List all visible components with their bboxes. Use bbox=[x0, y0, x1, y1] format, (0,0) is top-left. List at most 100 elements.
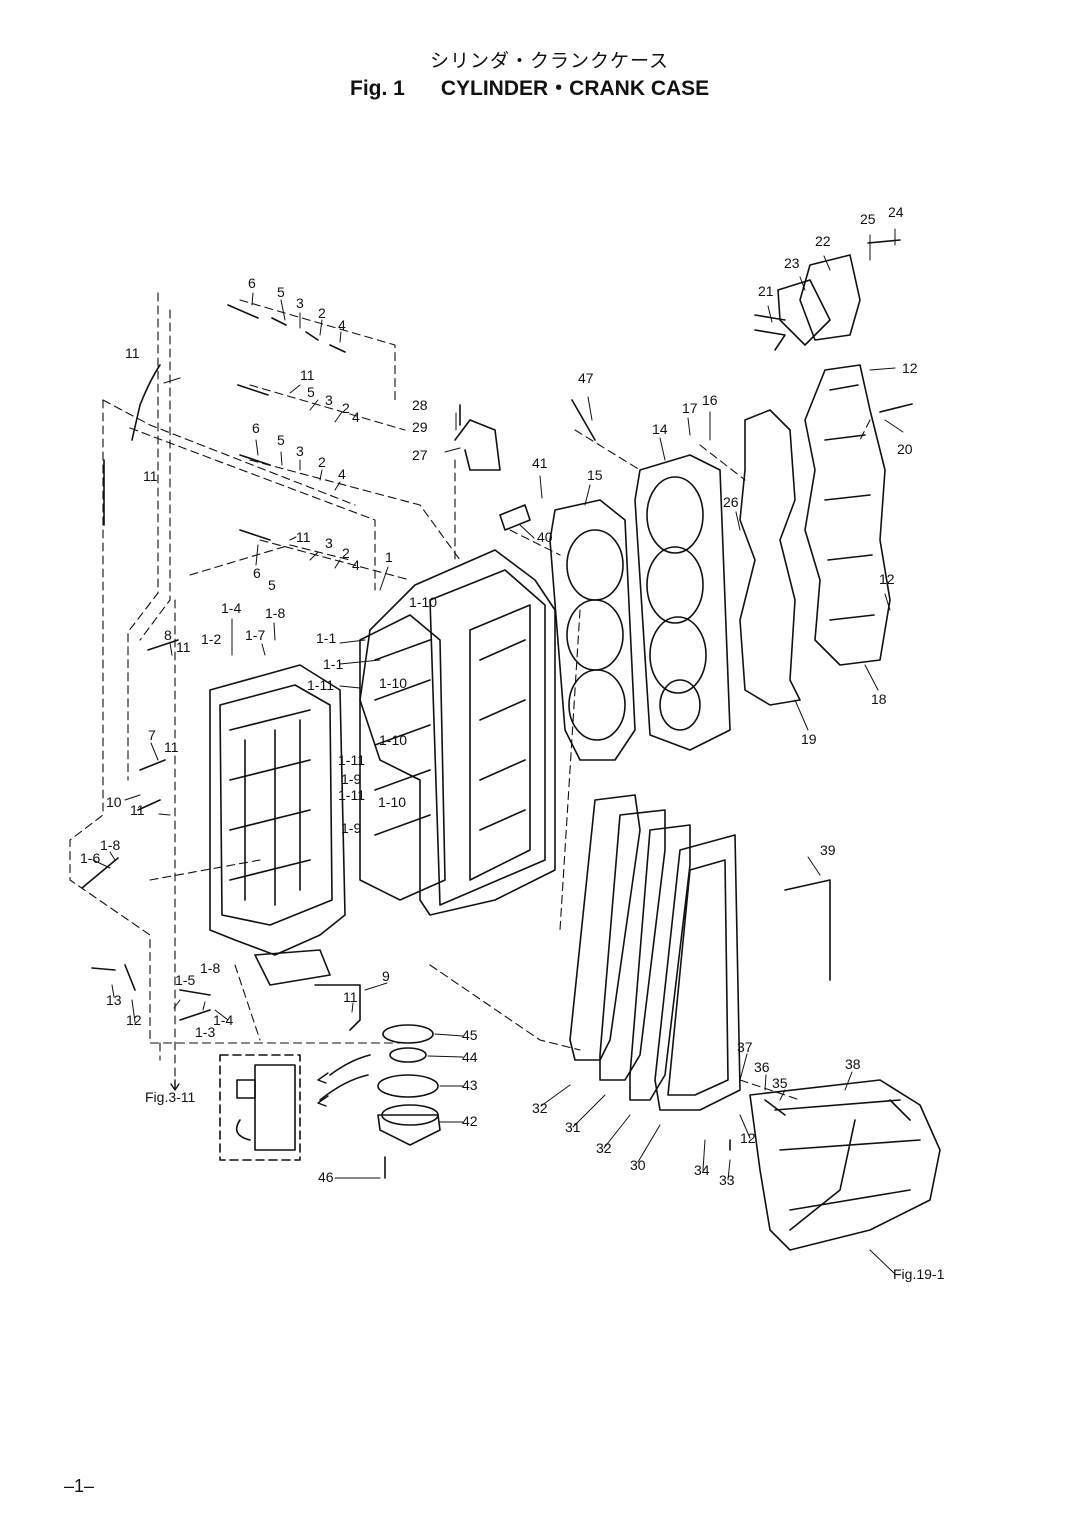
callout-label: 11 bbox=[343, 989, 358, 1005]
exhaust-plates bbox=[569, 794, 741, 1111]
callout-label: 4 bbox=[352, 557, 360, 573]
callout-label: 19 bbox=[801, 731, 817, 747]
callout-label: 11 bbox=[164, 739, 179, 755]
callout-label: 5 bbox=[277, 284, 285, 300]
callout-label: 1-1 bbox=[323, 656, 343, 672]
callout-label: 12 bbox=[879, 571, 895, 587]
callout-label: 1-11 bbox=[338, 752, 365, 768]
callout-label: 47 bbox=[578, 370, 594, 386]
callout-label: 11 bbox=[176, 639, 191, 655]
callout-label: 1-8 bbox=[265, 605, 285, 621]
callout-label: 4 bbox=[338, 317, 346, 333]
callout-label: 38 bbox=[845, 1056, 861, 1072]
callout-label: 23 bbox=[784, 255, 800, 271]
callout-label: 22 bbox=[815, 233, 831, 249]
callout-label: 11 bbox=[130, 802, 145, 818]
callout-label: 27 bbox=[412, 447, 428, 463]
callout-label: 3 bbox=[325, 535, 333, 551]
callout-label: 1-10 bbox=[409, 594, 437, 610]
fig-reference-19-1: Fig.19-1 bbox=[893, 1266, 945, 1282]
callout-label: 25 bbox=[860, 211, 876, 227]
callout-label: 1-8 bbox=[100, 837, 120, 853]
callout-label: 1-2 bbox=[201, 631, 221, 647]
callout-labels: 24 25 22 23 21 12 20 47 28 29 27 17 16 1… bbox=[80, 204, 945, 1282]
cylinder-head bbox=[634, 454, 731, 751]
seal-housing-parts bbox=[377, 1024, 441, 1179]
callout-label: 1-4 bbox=[221, 600, 241, 616]
callout-label: 39 bbox=[820, 842, 836, 858]
callout-label: 13 bbox=[106, 992, 122, 1008]
head-gasket bbox=[549, 499, 636, 761]
callout-label: 7 bbox=[148, 727, 156, 743]
callout-label: 32 bbox=[596, 1140, 612, 1156]
callout-label: 26 bbox=[723, 494, 739, 510]
callout-label: 44 bbox=[462, 1049, 478, 1065]
callout-label: 12 bbox=[740, 1130, 756, 1146]
callout-label: 21 bbox=[758, 283, 774, 299]
callout-label: 11 bbox=[143, 468, 158, 484]
callout-label: 35 bbox=[772, 1075, 788, 1091]
callout-label: 41 bbox=[532, 455, 548, 471]
figure-title: Fig. 1 CYLINDER・CRANK CASE bbox=[350, 72, 709, 102]
figure-title-english: CYLINDER・CRANK CASE bbox=[440, 77, 710, 100]
callout-label: 33 bbox=[719, 1172, 735, 1188]
callout-label: 10 bbox=[106, 794, 122, 810]
callout-label: 1 bbox=[385, 549, 393, 565]
callout-label: 32 bbox=[532, 1100, 548, 1116]
arrow-icon bbox=[170, 1072, 329, 1107]
callout-label: 15 bbox=[587, 467, 603, 483]
callout-label: 5 bbox=[268, 577, 276, 593]
callout-label: 1-11 bbox=[307, 677, 334, 693]
callout-label: 8 bbox=[164, 627, 172, 643]
head-cover-gasket bbox=[739, 409, 801, 706]
callout-label: 43 bbox=[462, 1077, 478, 1093]
callout-label: 6 bbox=[252, 420, 260, 436]
callout-label: 36 bbox=[754, 1059, 770, 1075]
callout-label: 1-4 bbox=[213, 1012, 233, 1028]
callout-label: 29 bbox=[412, 419, 428, 435]
callout-label: 20 bbox=[897, 441, 913, 457]
callout-label: 3 bbox=[296, 443, 304, 459]
callout-label: 37 bbox=[737, 1039, 753, 1055]
callout-label: 11 bbox=[296, 529, 311, 545]
callout-label: 42 bbox=[462, 1113, 478, 1129]
callout-label: 1-10 bbox=[378, 794, 406, 810]
callout-label: 2 bbox=[318, 454, 326, 470]
callout-label: 4 bbox=[338, 466, 346, 482]
head-cover bbox=[804, 364, 891, 666]
callout-label: 3 bbox=[296, 295, 304, 311]
title-japanese: シリンダ・クランクケース bbox=[430, 50, 670, 72]
callout-label: 2 bbox=[342, 400, 350, 416]
callout-label: 30 bbox=[630, 1157, 646, 1173]
figure-number: Fig. 1 bbox=[350, 77, 405, 100]
callout-label: 18 bbox=[871, 691, 887, 707]
callout-label: 46 bbox=[318, 1169, 334, 1185]
callout-label: 12 bbox=[126, 1012, 142, 1028]
callout-label: 9 bbox=[382, 968, 390, 984]
callout-label: 28 bbox=[412, 397, 428, 413]
callout-label: 11 bbox=[300, 367, 315, 383]
callout-label: 14 bbox=[652, 421, 668, 437]
callout-label: 12 bbox=[902, 360, 918, 376]
callout-label: 1-10 bbox=[379, 675, 407, 691]
page-number: –1– bbox=[64, 1476, 95, 1496]
callout-label: 40 bbox=[537, 529, 553, 545]
callout-label: 1-9 bbox=[341, 771, 361, 787]
callout-label: 1-6 bbox=[80, 850, 100, 866]
assembly-guide-lines bbox=[69, 292, 871, 1101]
inset-detail-box bbox=[219, 1054, 371, 1161]
callout-label: 4 bbox=[352, 409, 360, 425]
lower-cowl bbox=[749, 1079, 941, 1251]
cylinder-block bbox=[209, 664, 346, 986]
callout-label: 17 bbox=[682, 400, 698, 416]
callout-label: 31 bbox=[565, 1119, 581, 1135]
callout-label: 5 bbox=[307, 384, 315, 400]
small-parts bbox=[81, 239, 913, 1151]
callout-label: 3 bbox=[325, 392, 333, 408]
callout-label: 2 bbox=[342, 545, 350, 561]
callout-label: 34 bbox=[694, 1162, 710, 1178]
callout-label: 1-10 bbox=[379, 732, 407, 748]
callout-label: 6 bbox=[248, 275, 256, 291]
callout-label: 1-5 bbox=[175, 972, 195, 988]
